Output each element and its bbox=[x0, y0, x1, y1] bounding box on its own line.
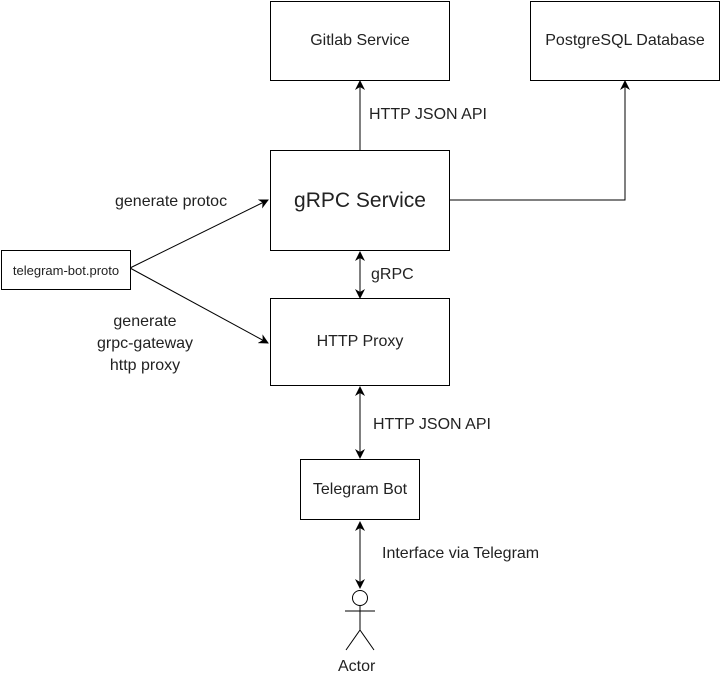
stick-figure-icon bbox=[345, 590, 375, 651]
edge-label-proto-to-proxy-line3: http proxy bbox=[109, 357, 181, 374]
telegram-bot-node: Telegram Bot bbox=[300, 459, 420, 520]
http-proxy-node: HTTP Proxy bbox=[270, 298, 450, 386]
http-proxy-label: HTTP Proxy bbox=[316, 333, 404, 350]
gitlab-service-label: Gitlab Service bbox=[310, 32, 410, 49]
edge-label-proto-to-proxy: generate grpc-gateway http proxy bbox=[90, 311, 200, 377]
edge-label-grpc-to-gitlab: HTTP JSON API bbox=[369, 106, 487, 123]
edge-label-bot-proxy: HTTP JSON API bbox=[373, 416, 491, 433]
edge-proto-to-proxy bbox=[129, 267, 269, 344]
telegram-bot-label: Telegram Bot bbox=[312, 480, 408, 498]
postgres-database-node: PostgreSQL Database bbox=[530, 1, 720, 81]
edge-label-actor-bot: Interface via Telegram bbox=[382, 545, 540, 562]
actor-label: Actor bbox=[338, 658, 376, 675]
proto-file-node: telegram-bot.proto bbox=[1, 250, 131, 290]
edge-proto-to-grpc bbox=[129, 199, 269, 269]
edge-label-proxy-grpc: gRPC bbox=[371, 266, 414, 283]
edge-grpc-to-postgres bbox=[450, 80, 630, 201]
gitlab-service-node: Gitlab Service bbox=[270, 1, 450, 81]
grpc-service-label: gRPC Service bbox=[294, 188, 426, 212]
edge-label-proto-to-grpc: generate protoc bbox=[115, 193, 228, 210]
grpc-service-node: gRPC Service bbox=[270, 150, 450, 251]
edge-label-proto-to-proxy-line1: generate bbox=[113, 313, 177, 330]
postgres-database-label: PostgreSQL Database bbox=[545, 32, 705, 49]
proto-file-label: telegram-bot.proto bbox=[12, 262, 120, 278]
edge-label-proto-to-proxy-line2: grpc-gateway bbox=[96, 335, 194, 352]
